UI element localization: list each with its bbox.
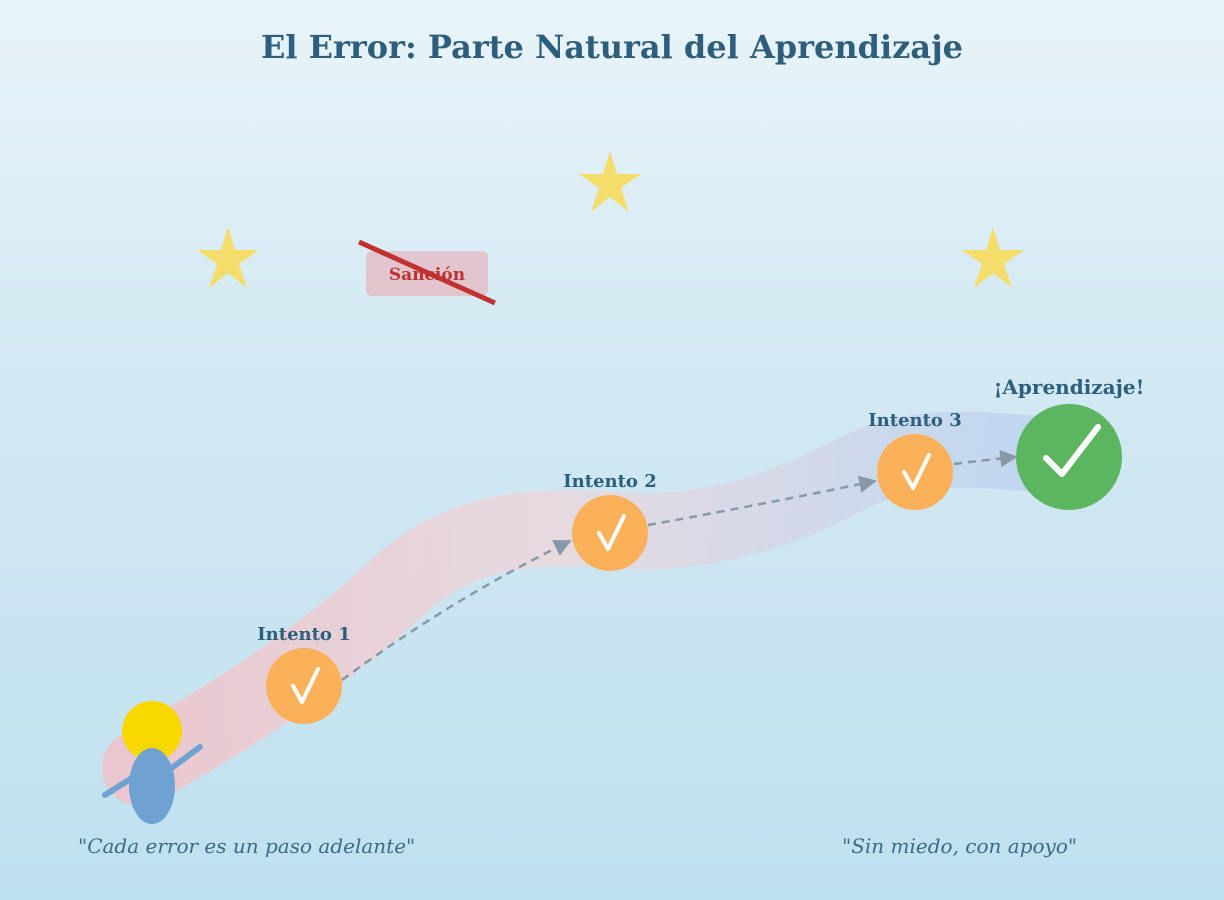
connector-arrow <box>341 539 572 682</box>
connector-arrow <box>647 475 877 527</box>
strike-line <box>357 239 497 306</box>
person-head <box>122 701 182 761</box>
quote-left: "Cada error es un paso adelante" <box>78 834 416 858</box>
check-icon <box>902 453 931 490</box>
goal-label: ¡Aprendizaje! <box>994 375 1145 399</box>
star-icon <box>197 227 259 288</box>
step-label: Intento 2 <box>563 471 656 492</box>
page-title: El Error: Parte Natural del Aprendizaje <box>260 28 964 66</box>
connector-arrow <box>953 449 1018 468</box>
step-node: Intento 1 <box>257 624 351 724</box>
check-icon <box>597 514 626 551</box>
step-label: Intento 3 <box>868 410 961 431</box>
step-node: Intento 2 <box>563 471 657 571</box>
star-icon <box>962 227 1024 288</box>
quote-right: "Sin miedo, con apoyo" <box>842 834 1078 858</box>
sanction-crossed-out: Sanción <box>357 239 497 306</box>
goal-node: ¡Aprendizaje! <box>994 375 1145 510</box>
check-icon <box>291 667 320 704</box>
step-circle <box>572 495 648 571</box>
step-circle <box>266 648 342 724</box>
star-icon <box>579 151 641 212</box>
check-icon <box>1043 424 1101 477</box>
goal-circle <box>1016 404 1122 510</box>
step-node: Intento 3 <box>868 410 962 510</box>
person-body <box>129 748 175 824</box>
person-figure <box>102 701 203 824</box>
step-circle <box>877 434 953 510</box>
step-label: Intento 1 <box>257 624 350 645</box>
